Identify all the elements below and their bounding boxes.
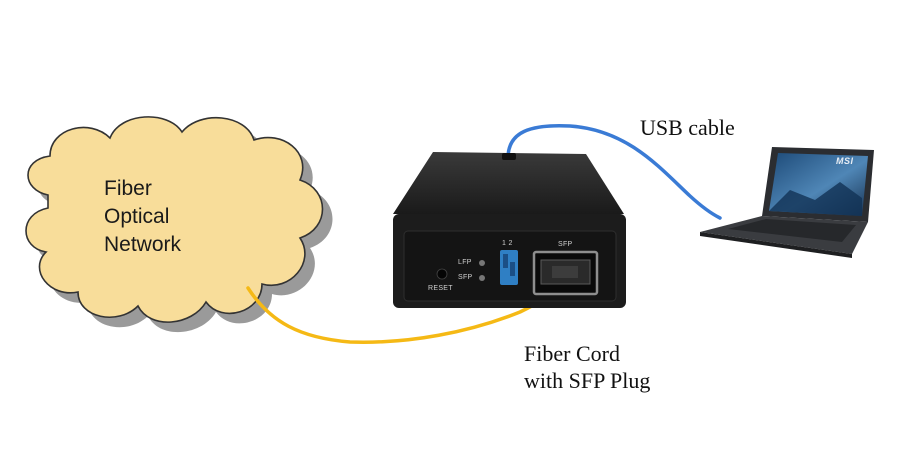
cloud-shape [25,116,324,323]
led-sfp [479,275,485,281]
usb-cable-label: USB cable [640,115,735,140]
cloud-label-line-3: Network [104,233,182,256]
cloud-label: Fiber Optical Network [104,175,181,259]
fiber-cord-label: Fiber Cord with SFP Plug [524,340,650,394]
laptop-logo: MSI [836,156,854,166]
reset-label: RESET [428,285,453,292]
fiber-cord-label-line-1: Fiber Cord [524,341,620,366]
led-sfp-label: SFP [458,274,473,281]
reset-button-hole [436,268,448,280]
dip-switch-numbers: 1 2 [502,240,513,247]
fiber-cord-label-line-2: with SFP Plug [524,368,651,393]
cloud-label-line-2: Optical [104,205,170,228]
usb-cable [506,123,722,220]
sfp-port [532,250,599,296]
led-lfp [479,260,485,266]
dip-switch [500,250,518,285]
sfp-port-label: SFP [558,241,573,248]
cloud-label-line-1: Fiber [104,177,152,200]
media-converter [393,152,626,308]
led-lfp-label: LFP [458,259,472,266]
laptop [700,147,874,258]
